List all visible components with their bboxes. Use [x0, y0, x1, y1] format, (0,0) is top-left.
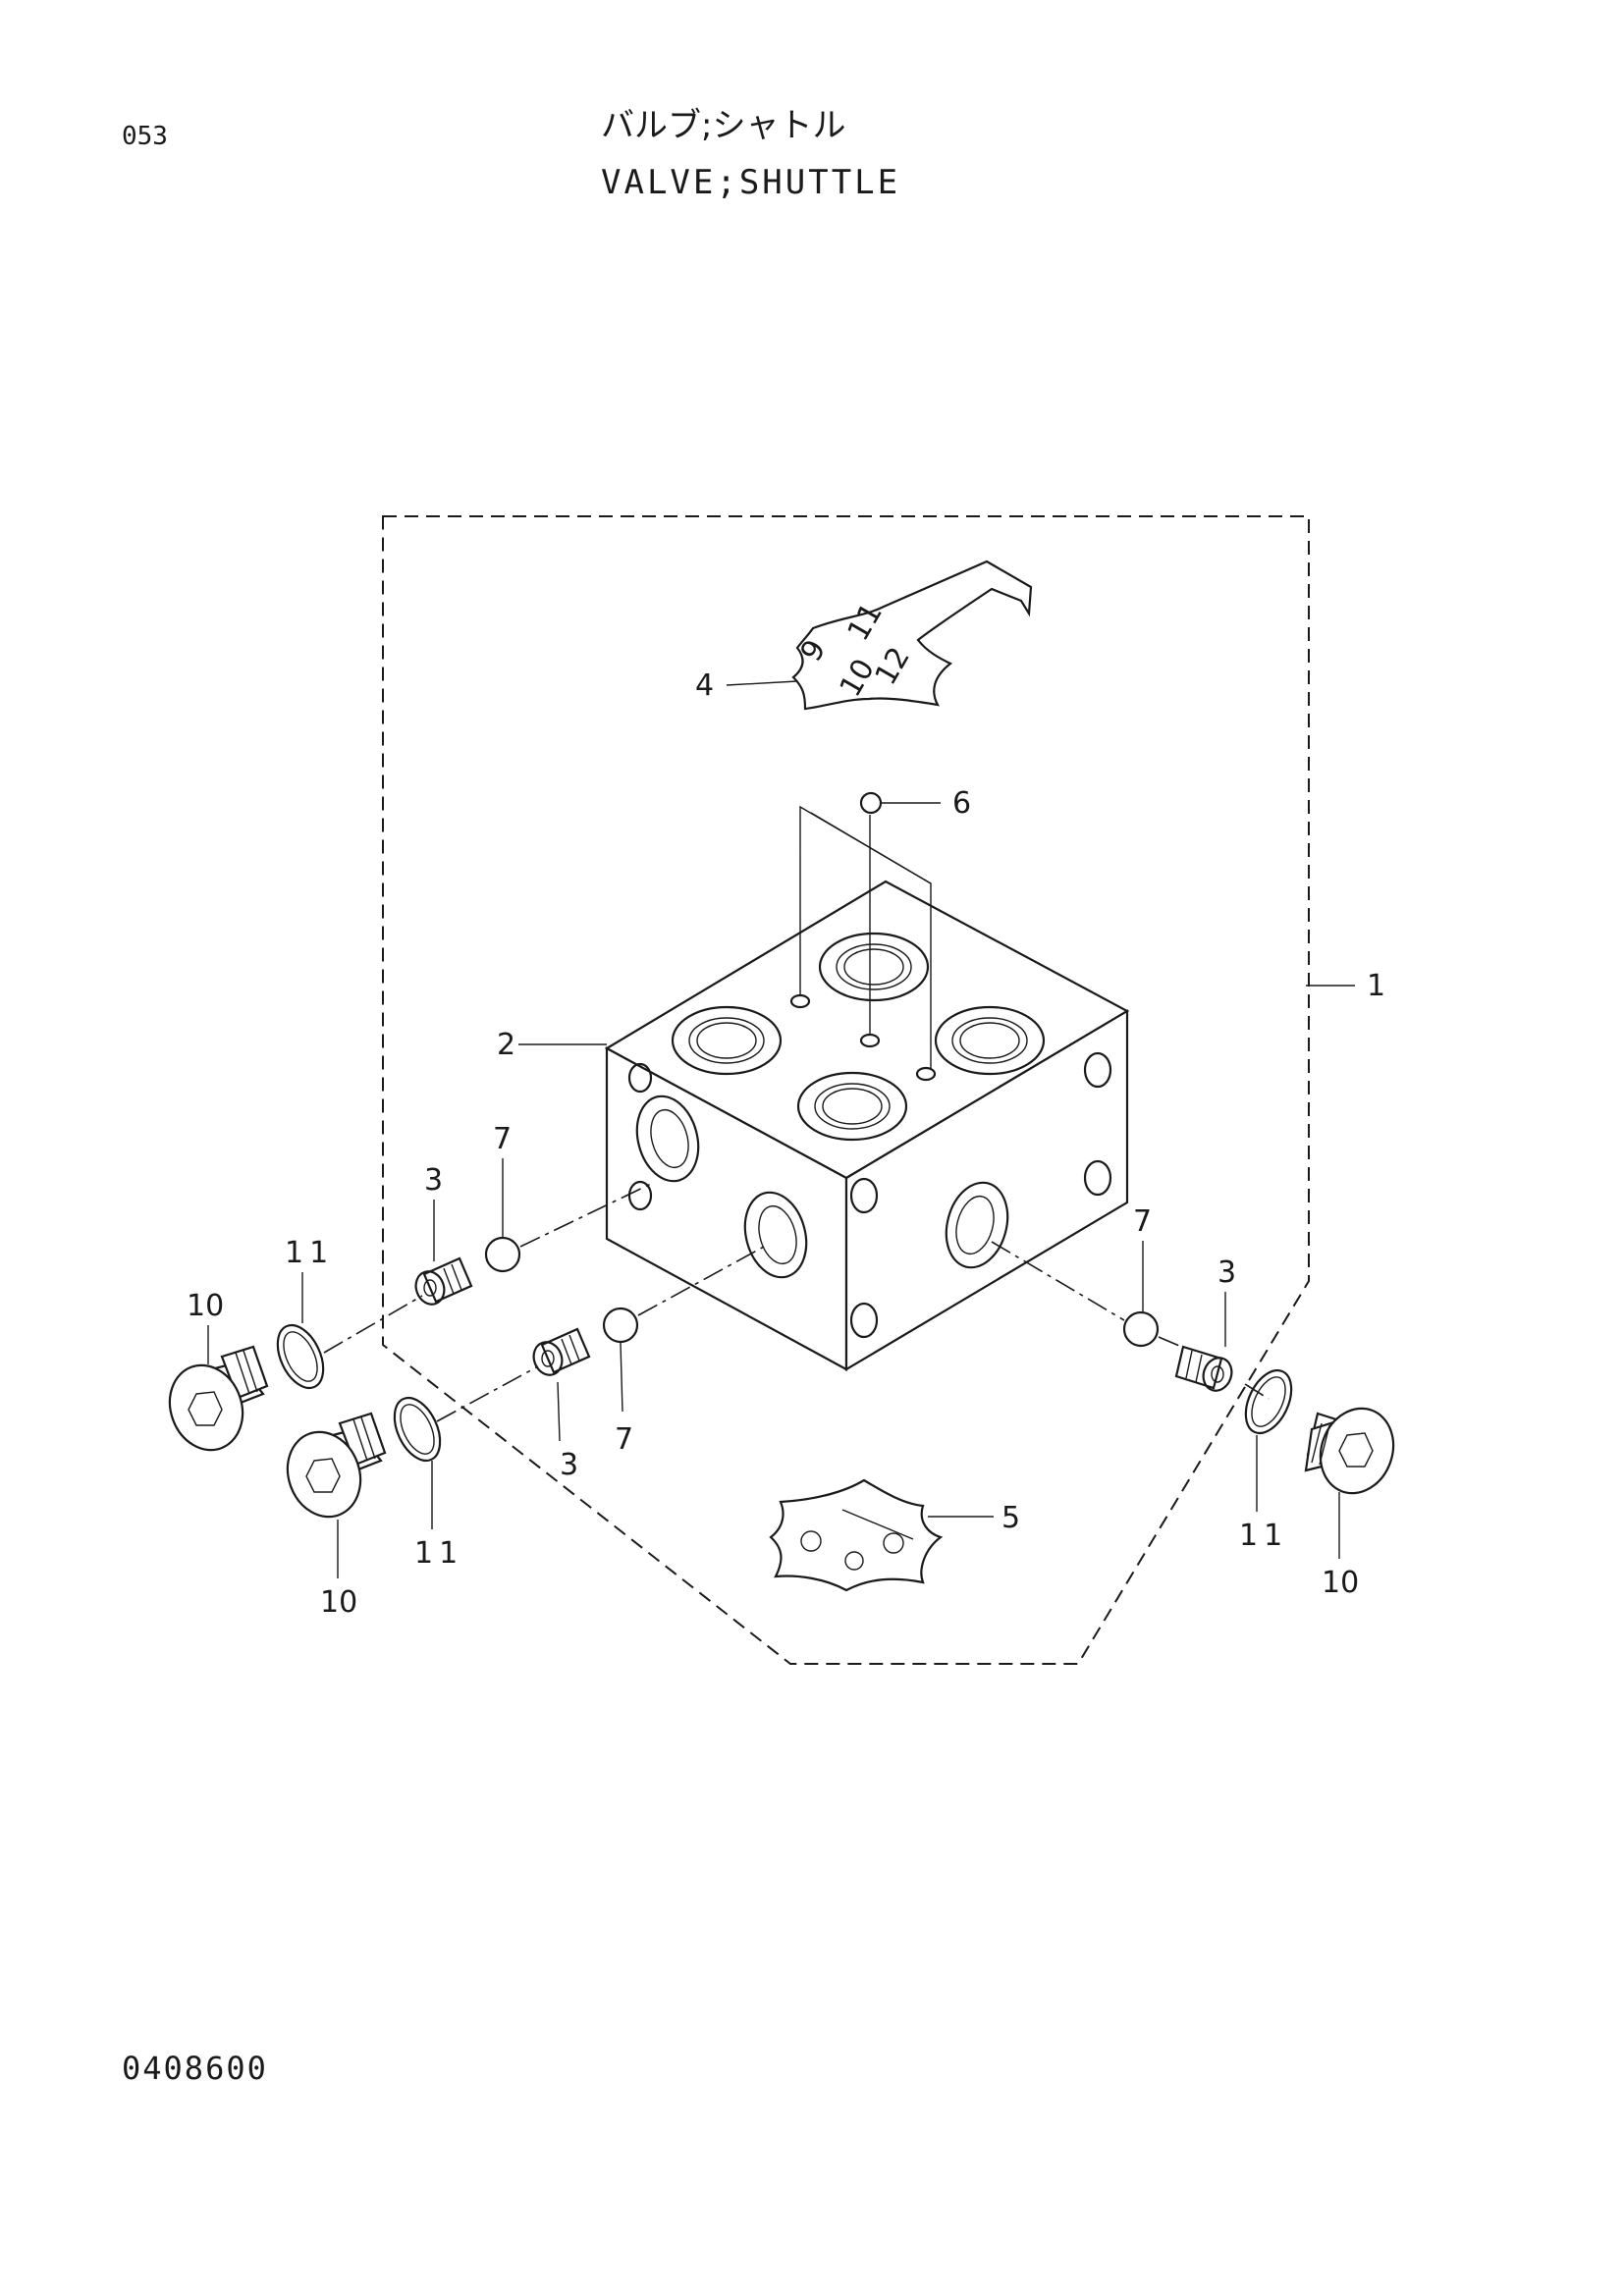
- assembly-boundary: [382, 515, 1310, 1665]
- callout-7-ball-right: 7: [1133, 1204, 1152, 1239]
- oring-right: [1244, 1368, 1293, 1435]
- top-port-front: [796, 1071, 908, 1142]
- right-face-port: [945, 1181, 1009, 1269]
- callout-4-tag-top: 4: [695, 668, 714, 703]
- drawing-number: 0408600: [122, 2050, 268, 2087]
- tag-bottom: [769, 1478, 944, 1592]
- plug-left: [414, 1256, 473, 1306]
- title-english: VALVE;SHUTTLE: [601, 163, 901, 202]
- valve-body: [604, 880, 1130, 1371]
- top-port-right: [934, 1005, 1046, 1076]
- plug-center: [532, 1327, 591, 1376]
- oring-center: [393, 1396, 442, 1463]
- cap-center: [286, 1412, 387, 1519]
- left-face-port-2: [743, 1191, 808, 1279]
- callout-7-ball-center: 7: [615, 1422, 633, 1457]
- cap-right: [1304, 1407, 1395, 1495]
- plug-right: [1174, 1345, 1233, 1392]
- ball-center: [602, 1307, 639, 1344]
- callout-3-plug-center: 3: [560, 1448, 578, 1482]
- callout-7-ball-left: 7: [493, 1122, 512, 1156]
- tag-top: 11 9 12 10: [791, 560, 1033, 711]
- oring-left: [276, 1323, 325, 1390]
- page-number: 053: [122, 122, 168, 151]
- title-japanese: バルブ;シャトル: [601, 106, 846, 145]
- callout-10-cap-left: 10: [187, 1289, 224, 1323]
- callout-5-tag-bottom: 5: [1001, 1501, 1020, 1535]
- callout-3-plug-left: 3: [424, 1163, 443, 1198]
- callout-11-oring-right: 11: [1239, 1519, 1288, 1553]
- callout-3-plug-right: 3: [1217, 1255, 1236, 1290]
- callout-10-cap-center: 10: [320, 1585, 357, 1620]
- ball-left: [484, 1236, 521, 1273]
- callout-10-cap-right: 10: [1322, 1566, 1359, 1600]
- callout-11-oring-left: 11: [285, 1236, 334, 1270]
- top-port-back: [818, 932, 930, 1002]
- callout-2-valve-body: 2: [497, 1028, 515, 1062]
- callout-11-oring-center: 11: [414, 1536, 463, 1571]
- callout-6-ball-top: 6: [952, 786, 971, 821]
- callout-1-assembly: 1: [1367, 969, 1385, 1003]
- top-port-left: [671, 1005, 783, 1076]
- ball-right: [1122, 1310, 1160, 1348]
- ball-top: [859, 791, 883, 815]
- cap-left: [168, 1345, 269, 1452]
- left-face-port-1: [635, 1095, 700, 1183]
